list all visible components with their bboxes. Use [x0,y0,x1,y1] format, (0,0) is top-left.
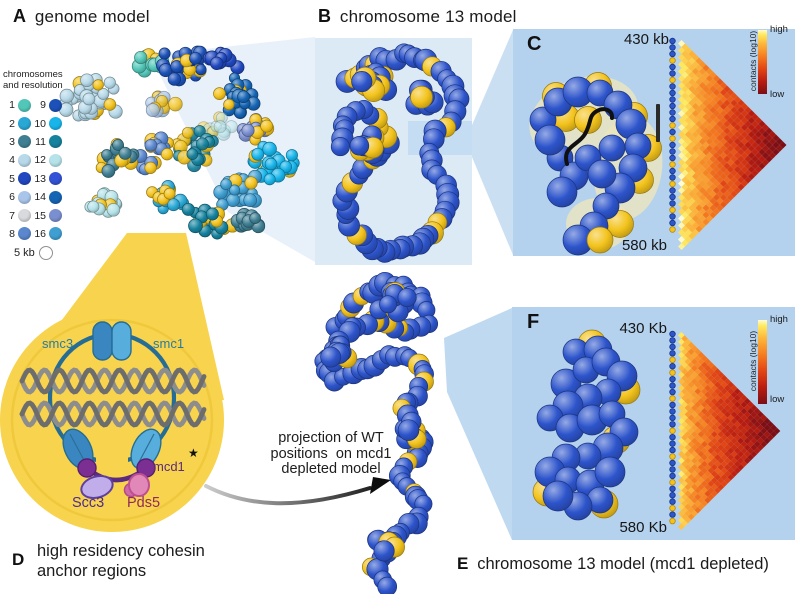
scalebar-label: 5 kb [14,247,35,260]
chromatin-squiggle-icon [564,107,615,166]
legend-dot [49,153,62,167]
panel-c-top-kb: 430 kb [623,31,669,48]
legend-row: 7 15 [3,206,63,224]
panel-e-label: E [457,554,469,573]
chromosome13-model-mcd1-depleted [314,271,439,594]
legend-dot [18,117,31,131]
legend-number: 6 [9,191,15,204]
panel-f-top-kb: 430 Kb [619,320,667,337]
panel-c-zoom-cluster [529,72,663,256]
cohesin-balloon [0,233,224,532]
panel-d-caption-line2: anchor regions [37,562,147,580]
panel-a-title: genome model [34,7,150,26]
panel-f-colorbar-high: high [770,314,788,325]
legend-dot [49,172,62,186]
legend-number: 5 [9,172,15,185]
contact-heatmap-c [678,40,787,250]
legend-dot [18,135,31,149]
panel-f-bottom-kb: 580 Kb [619,519,667,536]
legend-dot [49,98,62,112]
legend-number: 9 [40,99,46,112]
panel-c-label: C [527,33,542,55]
panel-b-label: B [318,6,331,26]
legend-dot [18,227,31,241]
panel-e-title: chromosome 13 model (mcd1 depleted) [477,555,769,573]
legend-number: 13 [34,172,46,185]
legend-dot [18,153,31,167]
legend-number: 12 [34,154,46,167]
panel-f-zoom-cluster [532,329,641,521]
panel-c-colorbar-axis: contacts (log10) [748,30,758,92]
panel-f-label: F [527,311,540,333]
legend-dot [49,117,62,131]
legend-dot [18,209,31,223]
legend-row: 5 13 [3,170,63,188]
legend-row: 3 11 [3,133,63,151]
panel-f-colorbar-low: low [770,394,785,405]
chromosome13-model [330,43,470,263]
colorbar-f [758,320,767,404]
legend-number: 16 [34,227,46,240]
colorbar-c [758,30,767,94]
panel-b-title: chromosome 13 model [339,7,517,26]
panel-c-colorbar-low: low [770,89,785,100]
panel-f-colorbar-axis: contacts (log10) [748,330,758,392]
scalebar-bead-icon [38,246,53,261]
legend-heading-line2: and resolution [3,79,63,91]
legend-dot [49,209,62,223]
panel-c-colorbar-high: high [770,24,788,35]
legend-row: 6 14 [3,188,63,206]
legend-scalebar: 5 kb [14,246,63,261]
legend-row: 2 10 [3,114,63,132]
legend-number: 4 [9,154,15,167]
zoom-wedges [150,30,513,540]
scc3-label: Scc3 [72,495,105,511]
projection-line3: depleted model [281,461,381,477]
legend-number: 14 [34,191,46,204]
legend-dot [49,135,62,149]
contact-heatmap-f [678,332,781,530]
genomic-dot-track-c [669,37,676,233]
legend-number: 3 [9,135,15,148]
mcd1-star-icon: ★ [188,446,199,460]
legend-number: 10 [34,117,46,130]
arrowhead-icon [370,477,391,494]
pds5-label: Pds5 [127,495,161,511]
legend-number: 1 [9,99,15,112]
legend-row: 4 12 [3,151,63,169]
panel-a-label: A [13,6,26,26]
legend-number: 15 [34,209,46,222]
smc1-label: smc1 [153,336,185,351]
projection-arrow [204,477,391,506]
genome-model [58,45,300,240]
legend-number: 2 [9,117,15,130]
panel-d-label: D [12,550,25,569]
legend-number: 7 [9,209,15,222]
projection-line2: positions on mcd1 [270,445,392,462]
genomic-dot-track-f [669,330,676,525]
projection-line1: projection of WT [278,430,384,446]
smc3-label: smc3 [42,336,74,351]
mcd1-label: mcd1 [153,459,185,474]
legend-dot [18,98,31,112]
cohesin-diagram [19,321,207,500]
legend-dot [49,190,62,204]
legend-row: 8 16 [3,225,63,243]
panel-d-caption-line1: high residency cohesin [37,542,205,560]
anchor-region-bar [656,104,660,142]
legend-dot [49,227,62,241]
legend-number: 11 [35,135,46,148]
panel-c-bottom-kb: 580 kb [621,237,667,254]
legend-heading-line1: chromosomes [3,69,63,80]
legend-dot [18,190,31,204]
legend-dot [18,172,31,186]
legend-number: 8 [9,227,15,240]
